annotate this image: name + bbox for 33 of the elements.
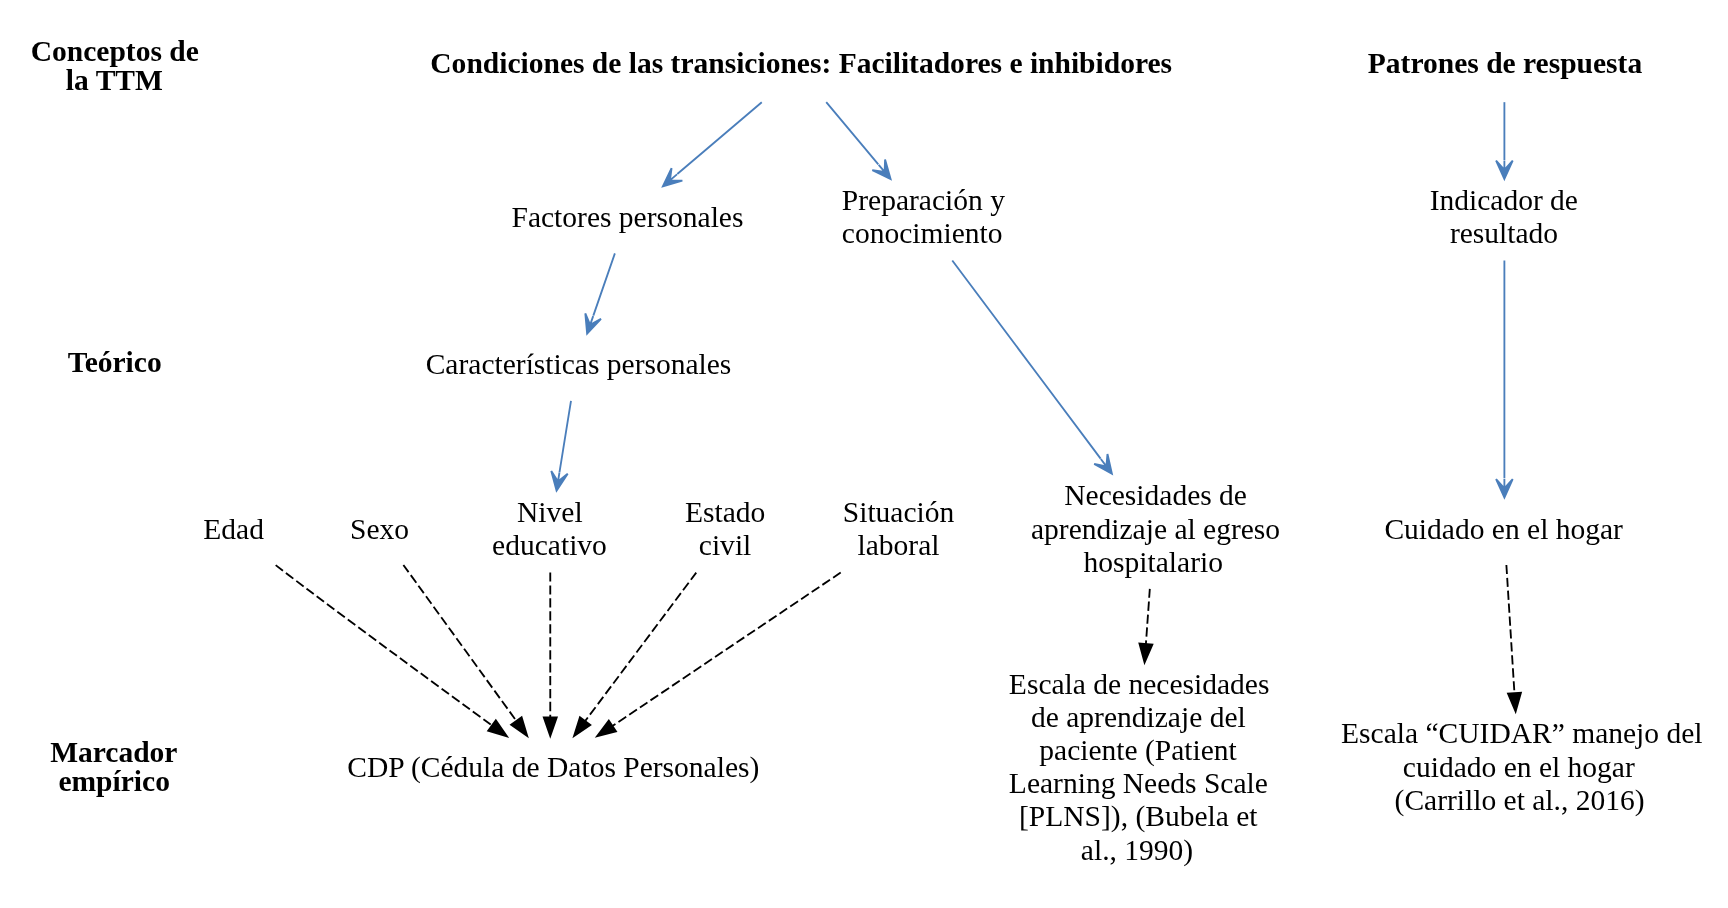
node-text: Condiciones de las transiciones: Facilitadores e inhibidores bbox=[430, 47, 1173, 80]
arrow bbox=[572, 571, 698, 739]
arrow bbox=[661, 101, 763, 188]
node-text: Factores personales bbox=[511, 200, 744, 233]
arrow bbox=[550, 399, 572, 492]
node-text: Escala de necesidades de aprendizaje del paciente (Patient Learning Needs Scale [PLNS]), (Bubela et al., 1990) bbox=[1008, 667, 1270, 866]
arrow bbox=[1495, 101, 1514, 180]
arrow bbox=[825, 101, 892, 180]
node-text: Necesidades de aprendizaje al egreso hospitalario bbox=[1031, 479, 1281, 578]
node-text: Situación laboral bbox=[842, 495, 955, 562]
node-text: Nivel educativo bbox=[492, 495, 607, 562]
node-text: Patrones de respuesta bbox=[1367, 47, 1643, 80]
label: Teórico bbox=[67, 346, 162, 379]
node-text: Indicador de resultado bbox=[1429, 184, 1578, 250]
arrow bbox=[274, 564, 510, 738]
node-text: Edad bbox=[203, 512, 264, 545]
label: Conceptos de la TTM bbox=[30, 34, 199, 97]
arrow bbox=[594, 571, 842, 738]
node-text: CDP (Cédula de Datos Personales) bbox=[347, 750, 760, 783]
node-text: Escala “CUIDAR” manejo del cuidado en el hogar (Carrillo et al., 2016) bbox=[1341, 717, 1703, 816]
label: Marcador empírico bbox=[50, 735, 178, 798]
node-text: Cuidado en el hogar bbox=[1384, 512, 1623, 545]
node-text: Características personales bbox=[425, 348, 732, 381]
node-text: Preparación y conocimiento bbox=[841, 184, 1005, 250]
arrow bbox=[951, 259, 1113, 475]
node-text: Sexo bbox=[350, 512, 410, 545]
node-text: Estado civil bbox=[684, 495, 766, 562]
arrow bbox=[542, 571, 559, 739]
arrow bbox=[1495, 259, 1514, 499]
arrow bbox=[1505, 564, 1523, 715]
arrow bbox=[402, 564, 529, 739]
arrow bbox=[1138, 588, 1154, 666]
arrow bbox=[584, 252, 616, 335]
